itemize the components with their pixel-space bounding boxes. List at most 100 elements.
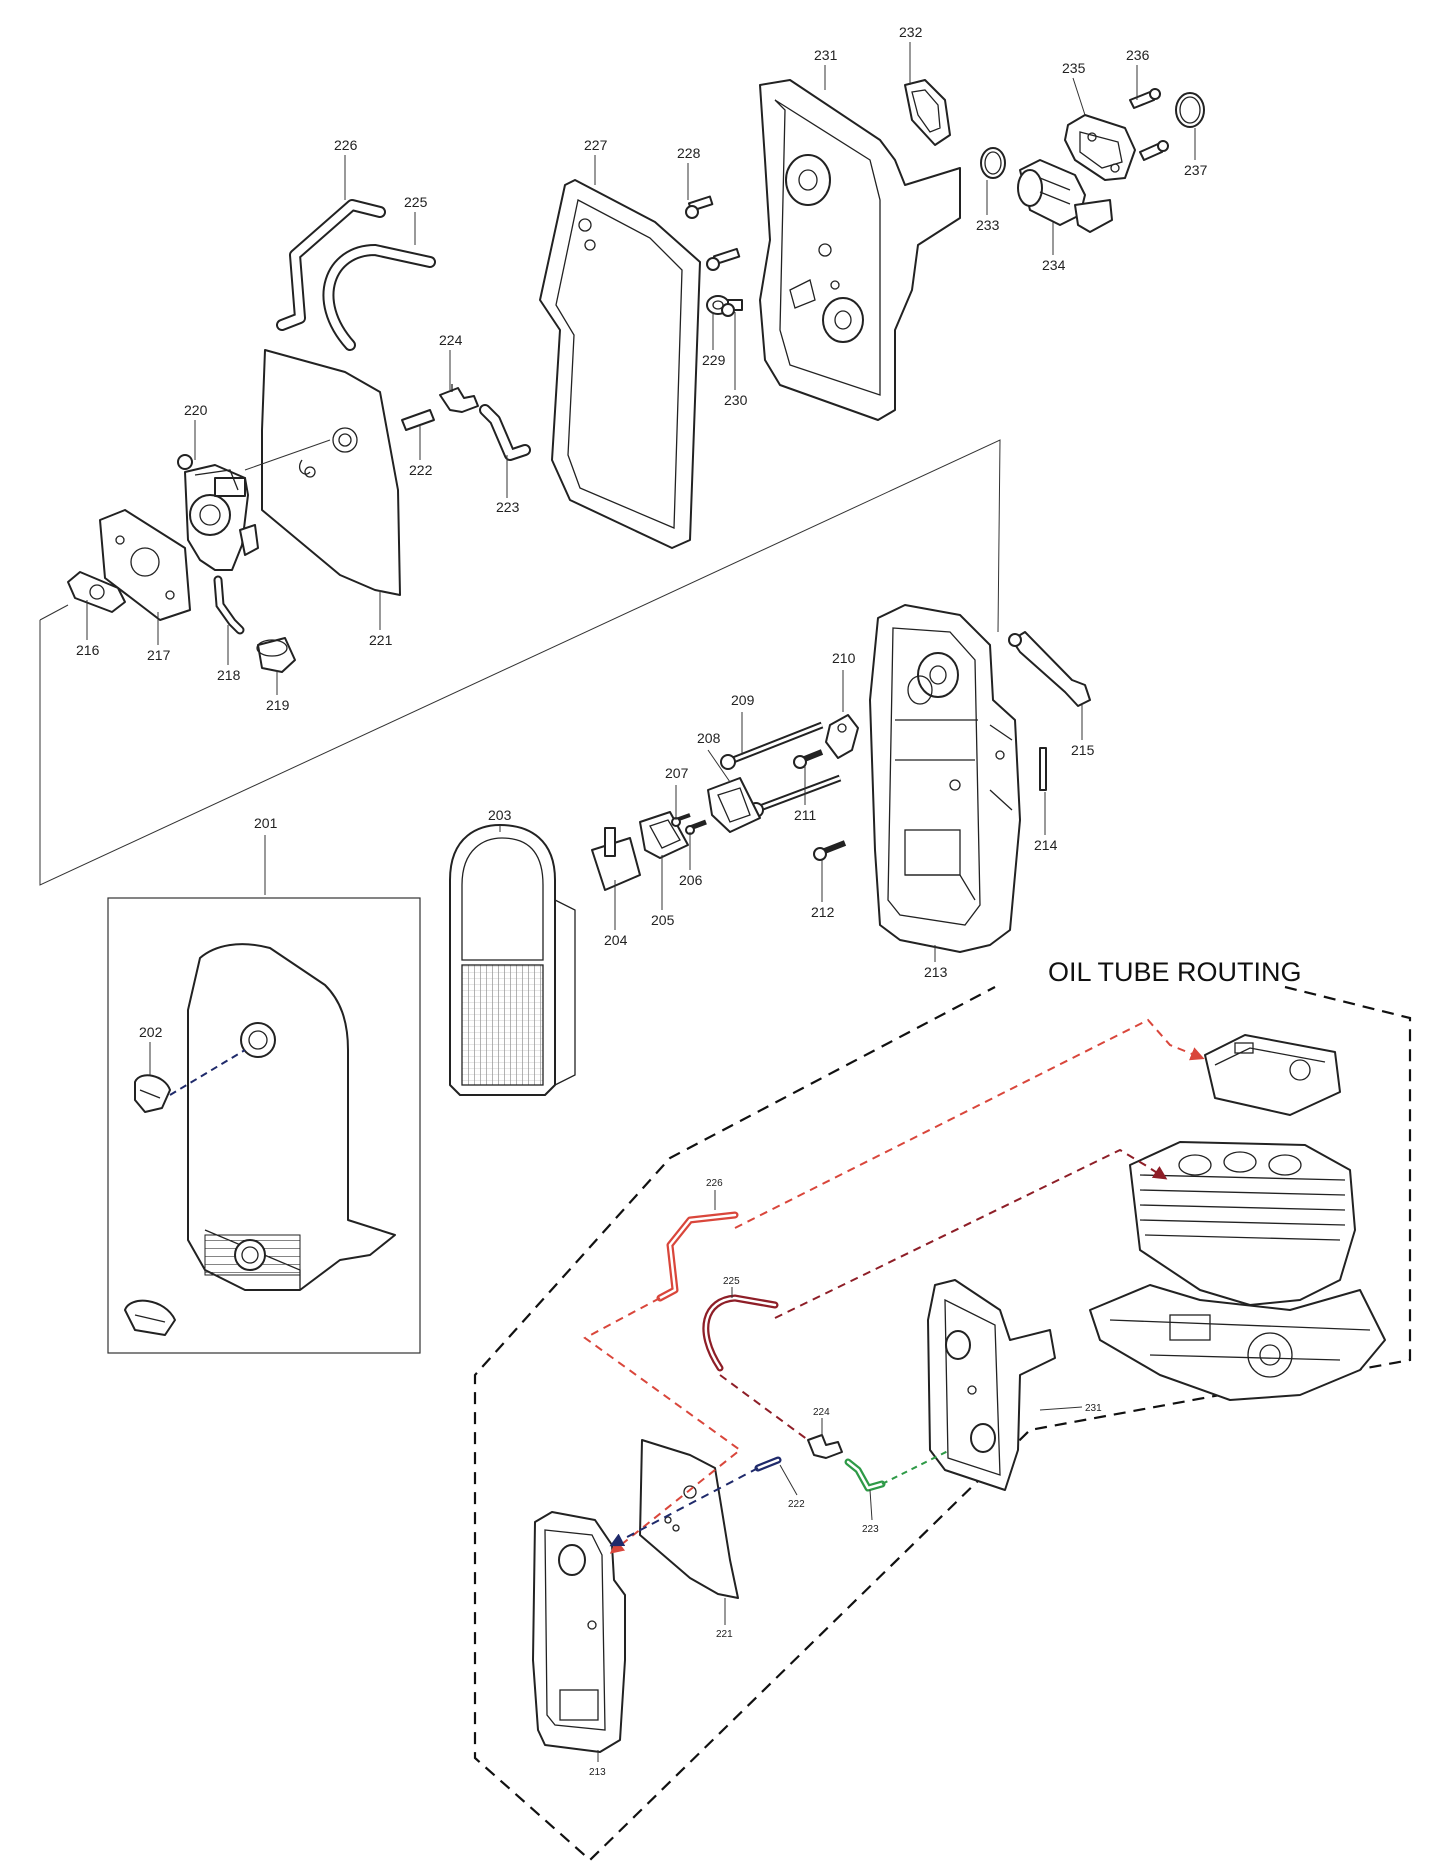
routing-fitting-224 xyxy=(807,1434,843,1459)
o-ring-237 xyxy=(1175,92,1205,128)
label-214: 214 xyxy=(1034,837,1058,853)
routing-plate-221 xyxy=(639,1439,739,1599)
o-ring-233 xyxy=(980,147,1006,179)
routing-path-green xyxy=(881,1449,951,1485)
bolt-228 xyxy=(685,195,741,271)
label-235: 235 xyxy=(1062,60,1086,76)
routing-labels: 226 225 224 222 223 221 231 213 xyxy=(589,1178,1102,1778)
nut-230 xyxy=(721,299,743,317)
routing-hose-226 xyxy=(656,1211,739,1302)
label-210: 210 xyxy=(832,650,856,666)
label-237: 237 xyxy=(1184,162,1208,178)
routing-hose-223 xyxy=(844,1458,886,1492)
label-224: 224 xyxy=(439,332,463,348)
routing-leader-lines xyxy=(597,1190,1083,1762)
label-232: 232 xyxy=(899,24,923,40)
air-cleaner-cover-231 xyxy=(759,79,961,421)
assembly-outline xyxy=(39,439,1001,886)
routing-label-225: 225 xyxy=(723,1276,740,1287)
gasket-232 xyxy=(904,79,951,146)
routing-label-224: 224 xyxy=(813,1407,830,1418)
label-203: 203 xyxy=(488,807,512,823)
screw-207 xyxy=(671,813,691,827)
label-228: 228 xyxy=(677,145,701,161)
screw-212 xyxy=(813,840,847,861)
label-211: 211 xyxy=(794,807,817,823)
label-217: 217 xyxy=(147,647,171,663)
label-219: 219 xyxy=(266,697,290,713)
routing-title: OIL TUBE ROUTING xyxy=(1048,957,1302,987)
screw-206 xyxy=(685,819,707,835)
label-218: 218 xyxy=(217,667,241,683)
label-225: 225 xyxy=(404,194,428,210)
label-216: 216 xyxy=(76,642,100,658)
label-229: 229 xyxy=(702,352,726,368)
routing-label-223: 223 xyxy=(862,1524,879,1535)
routing-inset-border xyxy=(473,985,1412,1862)
primer-bulb-219 xyxy=(256,637,296,673)
gasket-216 xyxy=(67,571,126,613)
routing-case-213 xyxy=(532,1511,626,1753)
label-221: 221 xyxy=(369,632,393,648)
label-206: 206 xyxy=(679,872,703,888)
air-cleaner-case-213 xyxy=(869,604,1021,953)
air-cleaner-cover-201 xyxy=(187,943,396,1291)
cover-frame-201 xyxy=(107,897,421,1354)
leader-lines xyxy=(86,42,1196,1075)
spacer-217 xyxy=(99,509,191,621)
holder-208-block xyxy=(707,777,761,833)
label-202: 202 xyxy=(139,1024,163,1040)
insulator-plate-221 xyxy=(261,349,401,596)
choke-valve-234 xyxy=(1017,159,1113,233)
screw-211 xyxy=(793,749,824,769)
label-223: 223 xyxy=(496,499,520,515)
air-filter-203 xyxy=(449,824,576,1096)
hose-223 xyxy=(479,404,531,461)
label-220: 220 xyxy=(184,402,208,418)
label-209: 209 xyxy=(731,692,755,708)
engine-cylinder xyxy=(1089,1141,1386,1401)
routing-label-222: 222 xyxy=(788,1499,805,1510)
routing-hose-225 xyxy=(702,1294,779,1372)
routing-path-dark-red xyxy=(719,1148,1168,1441)
tube-218 xyxy=(213,575,245,635)
routing-tube-222 xyxy=(754,1456,782,1472)
label-205: 205 xyxy=(651,912,675,928)
label-234: 234 xyxy=(1042,257,1066,273)
knob-spare xyxy=(124,1299,176,1336)
label-208: 208 xyxy=(697,730,721,746)
bracket-210 xyxy=(825,714,859,759)
spring-clip-204 xyxy=(591,827,641,891)
lever-215 xyxy=(1008,631,1091,707)
fitting-224 xyxy=(439,384,479,413)
choke-bracket-235 xyxy=(1064,114,1136,181)
screws-236 xyxy=(1129,88,1169,161)
routing-label-231: 231 xyxy=(1085,1403,1102,1414)
routing-path-red xyxy=(583,1018,1205,1554)
label-233: 233 xyxy=(976,217,1000,233)
valve-cover xyxy=(1204,1034,1341,1116)
gasket-227 xyxy=(539,179,701,549)
label-222: 222 xyxy=(409,462,433,478)
seal-strip-214 xyxy=(1039,747,1047,791)
part-labels: 201 202 203 204 205 206 207 208 209 210 … xyxy=(76,24,1208,1040)
label-230: 230 xyxy=(724,392,748,408)
carburetor-220 xyxy=(177,454,259,571)
routing-label-213: 213 xyxy=(589,1767,606,1778)
label-204: 204 xyxy=(604,932,628,948)
label-226: 226 xyxy=(334,137,358,153)
label-231: 231 xyxy=(814,47,838,63)
label-212: 212 xyxy=(811,904,835,920)
label-215: 215 xyxy=(1071,742,1095,758)
routing-label-226: 226 xyxy=(706,1178,723,1189)
label-213: 213 xyxy=(924,964,948,980)
tube-222 xyxy=(401,409,435,431)
hose-226 xyxy=(276,199,386,331)
hose-225 xyxy=(322,243,436,351)
label-227: 227 xyxy=(584,137,608,153)
knob-202 xyxy=(134,1049,246,1113)
routing-cover-231 xyxy=(927,1279,1056,1491)
label-201: 201 xyxy=(254,815,278,831)
label-236: 236 xyxy=(1126,47,1150,63)
